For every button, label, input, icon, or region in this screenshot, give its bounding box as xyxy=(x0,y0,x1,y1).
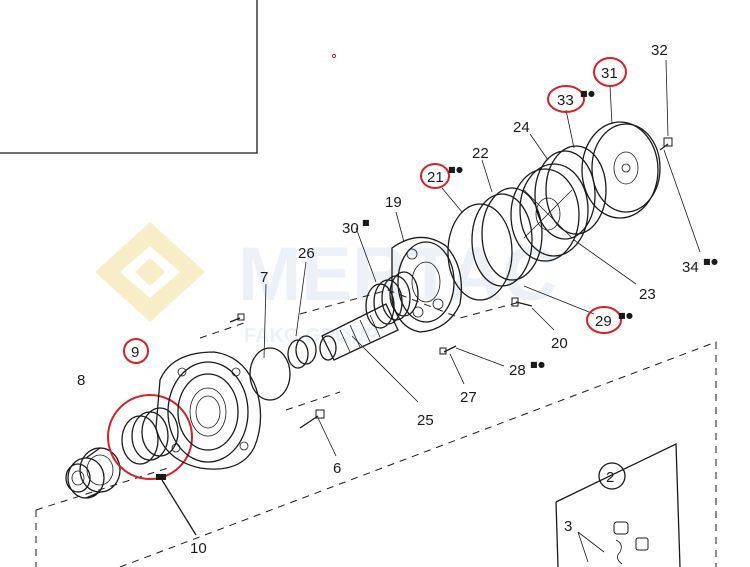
part-6-bolt xyxy=(299,409,337,457)
part-25-shaft xyxy=(319,303,419,403)
marker-29-square: ■ xyxy=(618,311,626,320)
part-22-rings xyxy=(471,159,543,287)
part-9-spring xyxy=(121,407,179,465)
label-30: 30 xyxy=(342,220,359,237)
label-6: 6 xyxy=(333,460,341,477)
label-24: 24 xyxy=(513,119,530,136)
label-33: 33 xyxy=(557,92,574,109)
marker-33-dot: ● xyxy=(588,89,595,98)
part-32-bolt xyxy=(659,59,701,253)
marker-34-square: ■ xyxy=(703,257,711,266)
part-7-o-ring xyxy=(249,347,291,401)
part-8-coupling xyxy=(65,447,121,499)
marker-29-dot: ● xyxy=(626,311,633,320)
watermark: MERTAC FAKO GROUP xyxy=(95,222,557,347)
part-26-seals xyxy=(287,261,317,369)
label-22: 22 xyxy=(472,145,489,162)
label-29: 29 xyxy=(595,313,612,330)
marker-21-square: ■ xyxy=(448,165,456,174)
part-23-plate xyxy=(510,163,637,285)
highlight-circle-33 xyxy=(547,85,585,113)
label-32: 32 xyxy=(651,42,668,59)
label-10: 10 xyxy=(190,540,207,557)
marker-33-square: ■ xyxy=(580,89,588,98)
label-21: 21 xyxy=(427,169,444,186)
label-8: 8 xyxy=(77,372,85,389)
bolt-left xyxy=(229,313,245,323)
housing xyxy=(155,351,262,470)
label-25: 25 xyxy=(417,412,434,429)
highlight-circle-9 xyxy=(123,338,149,364)
highlight-ring-part-9 xyxy=(107,394,193,480)
highlight-circle-31 xyxy=(593,57,627,87)
marker-21-dot: ● xyxy=(456,165,463,174)
label-26: 26 xyxy=(298,245,315,262)
watermark-logo-icon xyxy=(95,222,205,322)
label-9: 9 xyxy=(131,344,139,361)
part-19-planet-carrier xyxy=(391,211,463,333)
part-24-33-retaining-rings xyxy=(529,109,607,240)
marker-28-square: ■ xyxy=(530,360,538,369)
marker-28-dot: ● xyxy=(538,360,545,369)
inset-component-2 xyxy=(555,442,681,567)
label-23: 23 xyxy=(639,286,656,303)
label-3: 3 xyxy=(564,518,572,535)
highlight-circle-29 xyxy=(586,306,622,334)
label-27: 27 xyxy=(460,389,477,406)
marker-30-square: ■ xyxy=(362,218,370,227)
label-7: 7 xyxy=(260,269,268,286)
label-28: 28 xyxy=(509,362,526,379)
inset-frame xyxy=(0,0,258,154)
part-21-ring xyxy=(447,203,513,301)
part-20-bolt xyxy=(511,297,555,331)
part-10-pin xyxy=(156,474,197,536)
part-31-cover xyxy=(581,85,661,219)
highlight-circle-21 xyxy=(420,163,450,189)
label-2: 2 xyxy=(606,469,614,486)
marker-34-dot: ● xyxy=(711,257,718,266)
stray-mark xyxy=(331,53,337,59)
label-20: 20 xyxy=(551,335,568,352)
part-27-bolt xyxy=(439,345,505,385)
label-34: 34 xyxy=(682,259,699,276)
leader-29 xyxy=(523,285,595,315)
label-19: 19 xyxy=(385,194,402,211)
label-31: 31 xyxy=(601,65,618,82)
dashed-boundary xyxy=(35,289,717,567)
